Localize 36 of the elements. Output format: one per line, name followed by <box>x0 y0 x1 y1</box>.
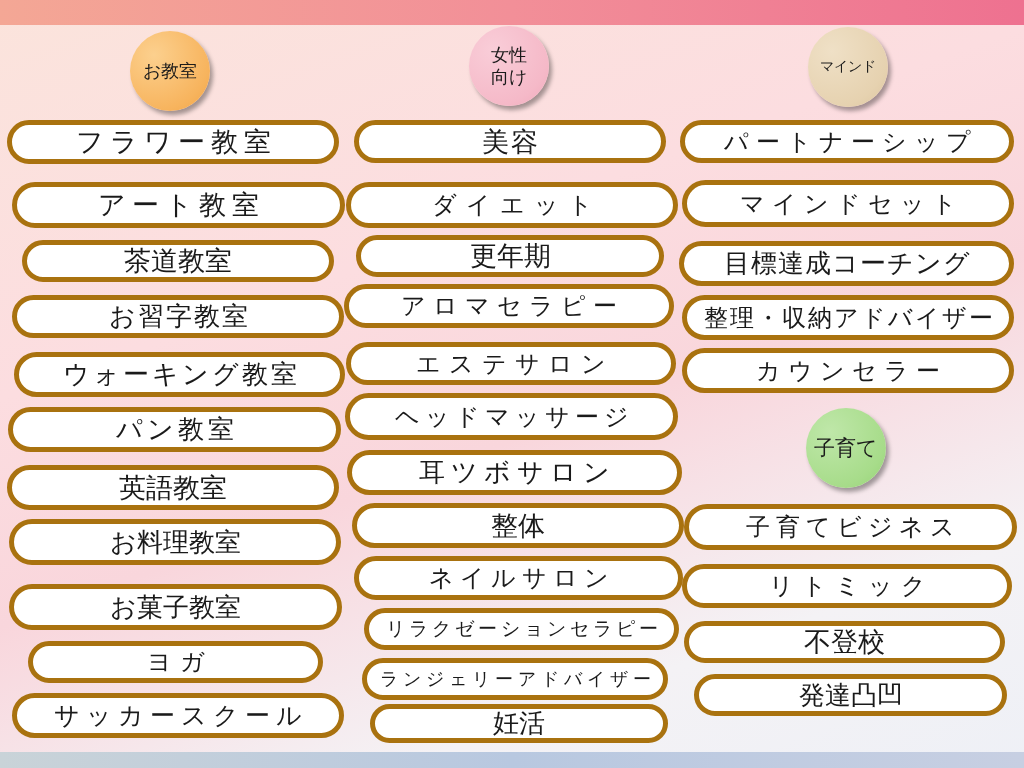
topic-pill: ヨガ <box>28 641 323 683</box>
topic-pill: 更年期 <box>356 235 664 277</box>
topic-pill: 耳ツボサロン <box>347 450 682 495</box>
topic-pill: 目標達成コーチング <box>679 241 1014 286</box>
topic-pill: お料理教室 <box>9 519 341 565</box>
topic-pill: リラクゼーションセラピー <box>364 608 679 650</box>
topic-pill: ネイルサロン <box>354 556 683 600</box>
topic-pill: パン教室 <box>8 407 341 452</box>
topic-pill: お習字教室 <box>12 295 344 338</box>
topic-pill: アート教室 <box>12 182 345 228</box>
topic-pill: ウォーキング教室 <box>14 352 345 397</box>
topic-pill: リトミック <box>682 564 1012 608</box>
topic-pill: 整理・収納アドバイザー <box>682 295 1014 340</box>
topic-pill: アロマセラピー <box>344 284 674 328</box>
topic-pill: エステサロン <box>346 342 676 385</box>
category-circle: マインド <box>808 27 888 107</box>
topic-pill: 整体 <box>352 503 684 548</box>
topic-pill: 発達凸凹 <box>694 674 1007 716</box>
topic-pill: 妊活 <box>370 704 668 743</box>
topic-pill: カウンセラー <box>682 348 1014 393</box>
topic-pill: 美容 <box>354 120 666 163</box>
category-circle: 女性向け <box>469 26 549 106</box>
topic-pill: ダイエット <box>346 182 678 228</box>
category-circle: お教室 <box>130 31 210 111</box>
topic-pill: ランジェリーアドバイザー <box>362 658 668 700</box>
topic-pill: フラワー教室 <box>7 120 339 164</box>
topic-pill: サッカースクール <box>12 693 344 738</box>
category-circle: 子育て <box>806 408 886 488</box>
topic-pill: マインドセット <box>682 180 1014 227</box>
topic-pill: ヘッドマッサージ <box>345 393 678 440</box>
topic-pill: パートナーシップ <box>680 120 1014 163</box>
topic-pill: 英語教室 <box>7 465 339 510</box>
topic-pill: お菓子教室 <box>9 584 342 630</box>
topic-pill: 不登校 <box>684 621 1005 663</box>
topic-pill: 茶道教室 <box>22 240 334 282</box>
topic-pill: 子育てビジネス <box>684 504 1017 550</box>
